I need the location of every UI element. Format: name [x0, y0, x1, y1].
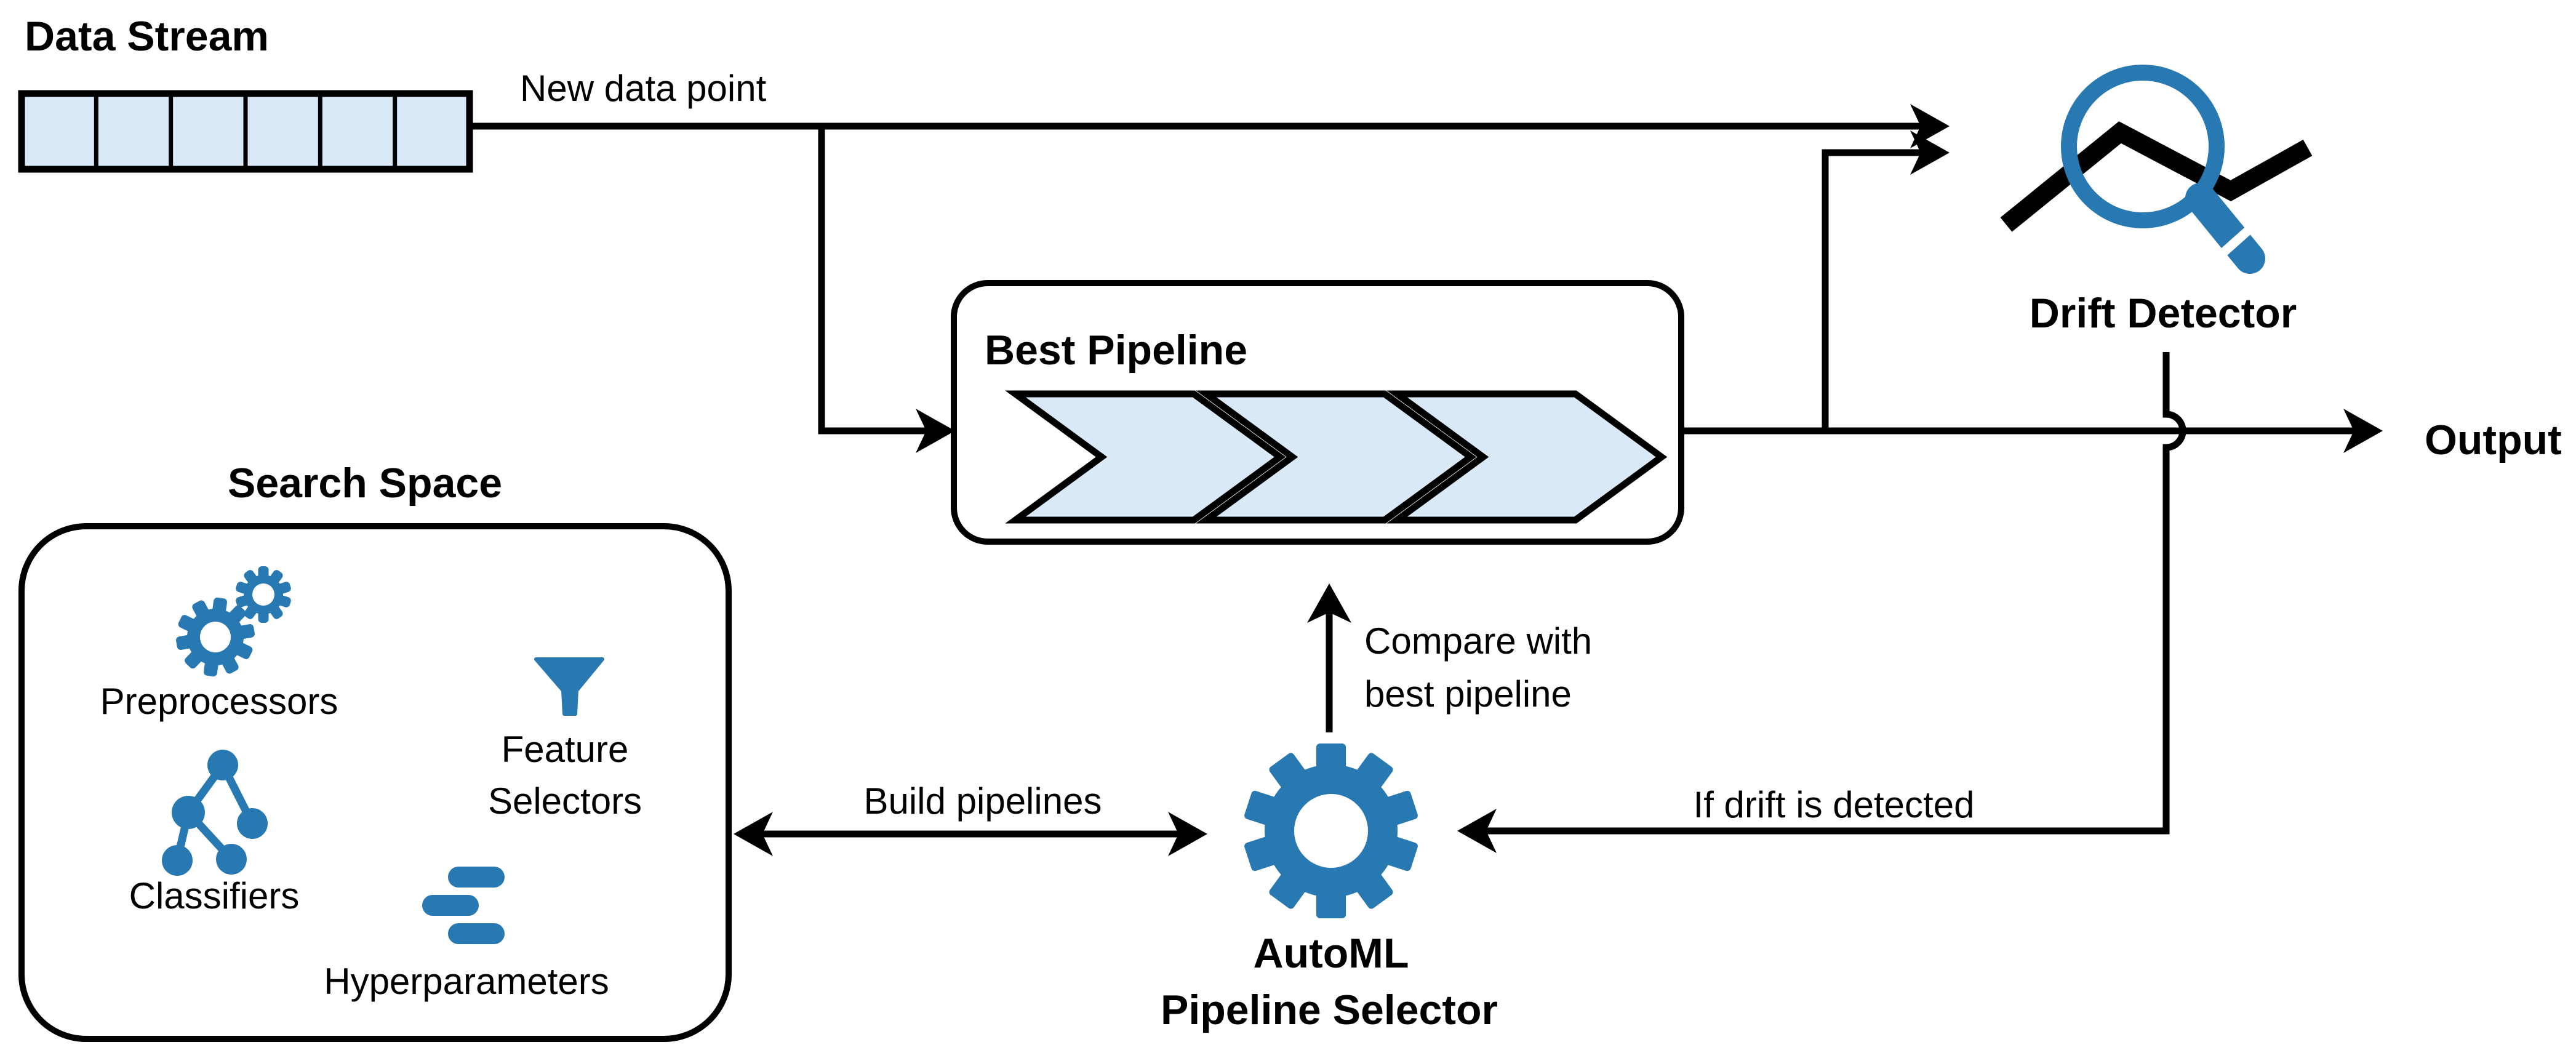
gears-icon — [176, 566, 291, 677]
compare-with-label-line1: Compare with — [1364, 620, 1592, 662]
automl-selector-title-line1: AutoML — [1253, 930, 1409, 977]
if-drift-detected-label: If drift is detected — [1694, 784, 1975, 825]
feature-selectors-label-line1: Feature — [502, 729, 629, 770]
drift-input-line-2 — [1822, 149, 1921, 431]
magnifier-over-trend-icon — [2000, 65, 2313, 274]
magnifier-handle — [2185, 183, 2265, 274]
preprocessors-label: Preprocessors — [100, 681, 338, 722]
trend-line-glyph — [2000, 121, 2313, 232]
best-pipeline-box: Best Pipeline — [951, 280, 1684, 545]
pipeline-stage-chevrons — [1005, 390, 1668, 524]
data-stream-buffer — [18, 90, 473, 173]
search-space-title: Search Space — [228, 460, 502, 507]
funnel-icon — [534, 657, 604, 716]
data-stream-title: Data Stream — [25, 13, 269, 60]
classifiers-label: Classifiers — [129, 875, 300, 916]
magnifier-lens — [2061, 65, 2225, 228]
pipeline-stage-chevron — [1386, 390, 1668, 524]
drift-detector-title: Drift Detector — [2030, 290, 2297, 337]
pipeline-stage-chevron — [1005, 390, 1286, 524]
new-data-point-label: New data point — [520, 68, 767, 109]
tree-icon — [162, 750, 268, 876]
automl-selector-title-line2: Pipeline Selector — [1161, 987, 1498, 1033]
compare-with-label-line2: best pipeline — [1364, 673, 1572, 715]
pipeline-stage-chevron — [1196, 390, 1477, 524]
magnifier-handle-gap — [2217, 224, 2255, 259]
hyperparameters-label: Hyperparameters — [324, 961, 609, 1002]
best-pipeline-title: Best Pipeline — [985, 327, 1247, 374]
feature-selectors-label-line2: Selectors — [488, 780, 642, 822]
data-stream-cell-dividers — [94, 94, 398, 169]
build-pipelines-label: Build pipelines — [864, 780, 1102, 822]
search-space-box: Preprocessors Feature Selectors Classifi… — [18, 523, 732, 1042]
sliders-icon — [422, 867, 505, 944]
output-label: Output — [2425, 417, 2562, 463]
gear-icon — [1244, 743, 1418, 918]
drift-feedback-line — [1486, 352, 2186, 835]
pipeline-input-line — [818, 126, 926, 435]
